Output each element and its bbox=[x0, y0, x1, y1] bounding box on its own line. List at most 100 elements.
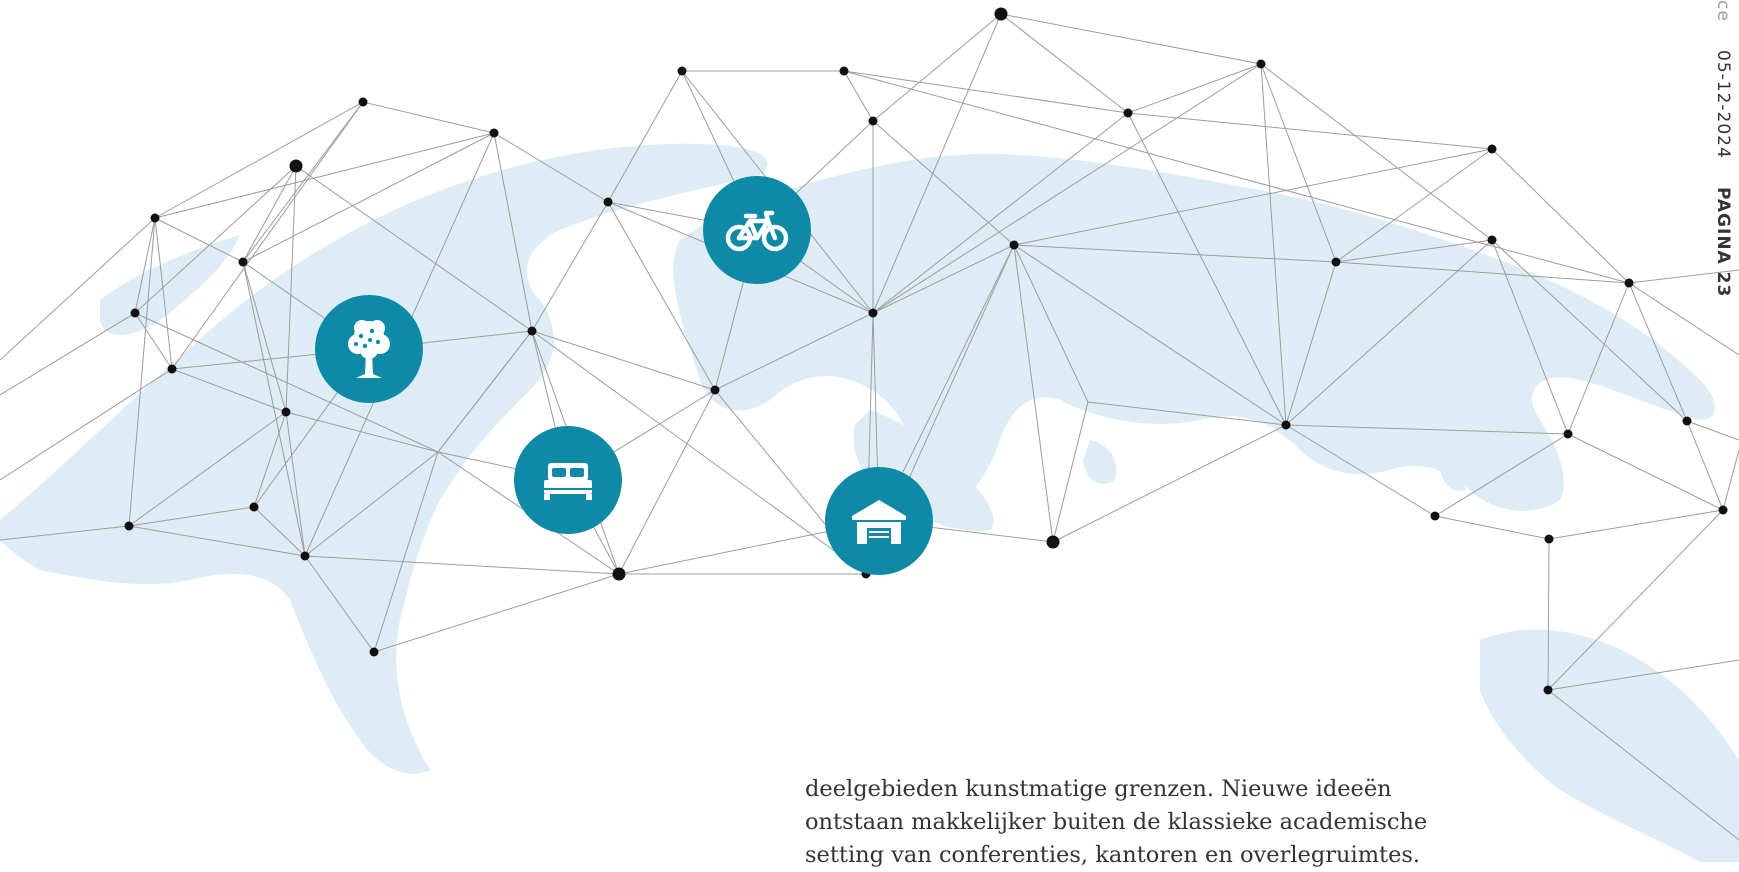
network-edge bbox=[1434, 433, 1569, 517]
network-edge bbox=[1000, 13, 1262, 65]
network-edge bbox=[1013, 244, 1337, 263]
network-edge bbox=[1013, 244, 1054, 543]
continent-shape bbox=[1480, 629, 1739, 862]
bed-icon bbox=[544, 463, 592, 500]
garage-icon bbox=[852, 500, 906, 544]
network-edge bbox=[134, 312, 439, 453]
network-edge bbox=[843, 70, 1630, 284]
continent-shape bbox=[1083, 440, 1117, 484]
network-edge bbox=[0, 312, 136, 396]
network-edge bbox=[1087, 401, 1287, 426]
network-nodes bbox=[124, 7, 1728, 695]
network-edge bbox=[1335, 261, 1630, 284]
network-edge bbox=[242, 261, 306, 557]
network-edge bbox=[607, 70, 683, 203]
network-edge bbox=[872, 112, 1129, 314]
network-edge bbox=[1567, 282, 1630, 435]
world-map-landmass bbox=[0, 143, 1739, 862]
tree-icon-badge bbox=[315, 295, 423, 403]
network-node bbox=[489, 128, 499, 138]
network-edge bbox=[1052, 401, 1089, 543]
network-edge bbox=[242, 165, 297, 263]
network-node bbox=[612, 567, 626, 581]
network-edge bbox=[493, 132, 609, 203]
network-edge bbox=[872, 13, 1002, 314]
continent-shape bbox=[0, 143, 768, 774]
network-edge bbox=[154, 217, 244, 263]
network-edge bbox=[1260, 63, 1493, 241]
body-line: setting van conferenties, kantoren en ov… bbox=[805, 842, 1421, 868]
continent-shape bbox=[673, 153, 1715, 511]
network-node bbox=[1046, 535, 1060, 549]
network-node bbox=[527, 326, 537, 336]
network-edge bbox=[843, 70, 1129, 114]
network-edge bbox=[531, 330, 867, 575]
network-edge bbox=[1013, 244, 1287, 426]
article-body-text: deelgebieden kunstmatige grenzen. Nieuwe… bbox=[805, 773, 1428, 872]
bicycle-icon-badge bbox=[703, 176, 811, 284]
network-edge bbox=[0, 217, 156, 361]
network-edge bbox=[1335, 148, 1493, 263]
network-edge bbox=[304, 555, 620, 575]
network-node bbox=[1256, 59, 1266, 69]
network-edge bbox=[134, 165, 297, 314]
network-edge bbox=[285, 411, 439, 453]
network-edge bbox=[437, 330, 533, 453]
network-edge bbox=[304, 555, 375, 653]
network-edge bbox=[128, 411, 287, 527]
network-edge bbox=[1547, 509, 1724, 691]
network-edge bbox=[128, 525, 306, 557]
network-edge bbox=[1567, 433, 1724, 511]
body-line: ontstaan makkelijker buiten de klassieke… bbox=[805, 809, 1428, 835]
network-node bbox=[868, 116, 878, 126]
network-edge bbox=[1285, 261, 1337, 426]
issue-date: 05-12-2024 bbox=[1713, 50, 1733, 160]
network-edge bbox=[531, 201, 609, 332]
network-edge bbox=[1491, 239, 1688, 422]
continent-shape bbox=[1438, 440, 1467, 491]
network-edge bbox=[872, 13, 1002, 122]
network-node bbox=[603, 197, 613, 207]
network-edge bbox=[1335, 239, 1493, 263]
network-node bbox=[167, 364, 177, 374]
network-edge bbox=[1722, 449, 1739, 511]
page-meta-sidebar: ce 05-12-2024 PAGINA 23 bbox=[1713, 0, 1733, 298]
network-edge bbox=[154, 101, 364, 219]
network-node bbox=[1009, 240, 1019, 250]
body-line: deelgebieden kunstmatige grenzen. Nieuwe… bbox=[805, 776, 1392, 802]
network-node bbox=[150, 213, 160, 223]
network-node bbox=[677, 66, 687, 76]
network-edge bbox=[1434, 515, 1550, 540]
network-edge bbox=[1285, 424, 1569, 435]
network-edge bbox=[362, 101, 495, 134]
source-label: ce bbox=[1713, 0, 1733, 22]
network-edge bbox=[134, 217, 156, 314]
network-edge bbox=[872, 120, 1015, 246]
network-edge bbox=[154, 217, 173, 370]
network-edge bbox=[493, 132, 533, 332]
network-edge bbox=[1628, 269, 1739, 284]
network-node bbox=[1624, 278, 1634, 288]
network-edge bbox=[843, 70, 874, 122]
network-node bbox=[1487, 235, 1497, 245]
network-edge bbox=[128, 217, 156, 527]
network-edge bbox=[1052, 424, 1287, 543]
network-edge bbox=[285, 411, 306, 557]
network-node bbox=[1682, 416, 1692, 426]
network-node bbox=[289, 159, 303, 173]
network-edge bbox=[1491, 239, 1569, 435]
network-edge bbox=[1000, 13, 1129, 114]
network-edge bbox=[1127, 112, 1287, 426]
network-edge bbox=[1127, 63, 1262, 114]
page-number: PAGINA 23 bbox=[1713, 187, 1733, 298]
network-edge bbox=[253, 506, 306, 557]
network-edge bbox=[1547, 659, 1739, 691]
network-edge bbox=[1628, 282, 1739, 356]
network-node bbox=[1487, 144, 1497, 154]
network-node bbox=[249, 502, 259, 512]
garage-icon-badge bbox=[825, 467, 933, 575]
network-node bbox=[358, 97, 368, 107]
network-edge bbox=[1686, 420, 1724, 511]
network-edge bbox=[0, 525, 130, 541]
